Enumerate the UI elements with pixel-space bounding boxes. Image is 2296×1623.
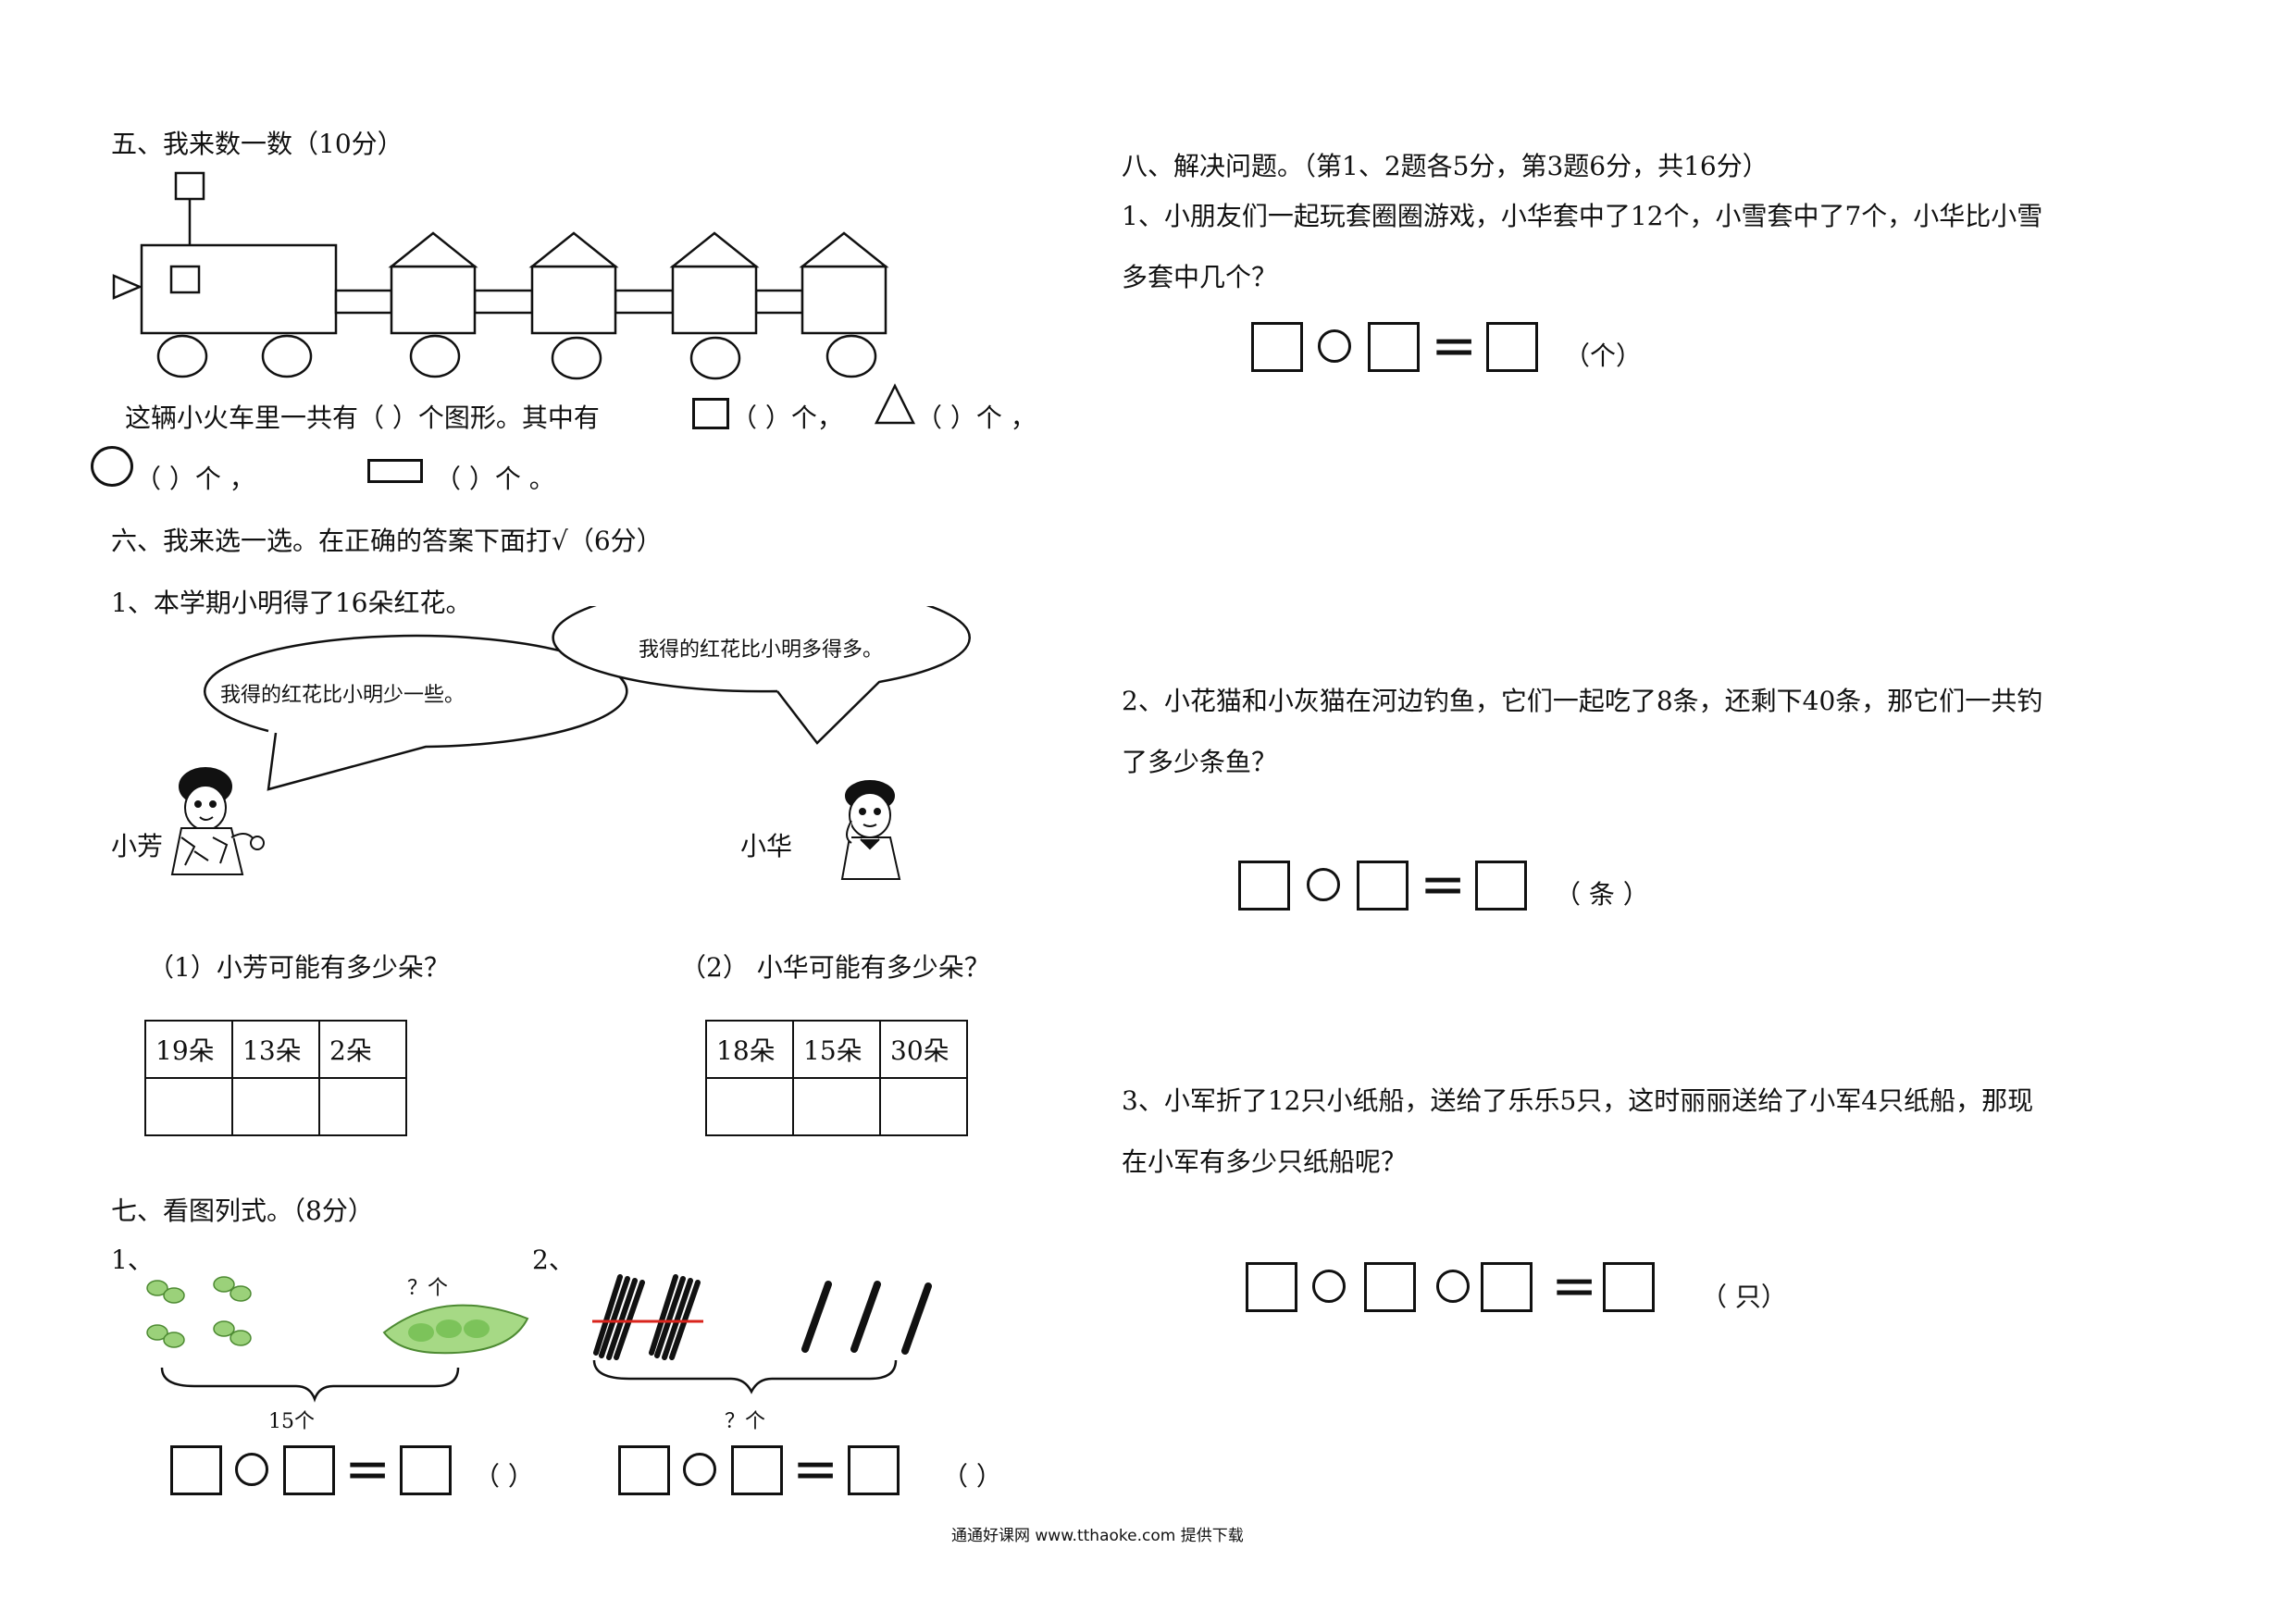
section8-title: 八、解决问题。（第1、2题各5分，第3题6分，共16分） bbox=[1122, 151, 1769, 181]
train-front-triangle bbox=[112, 274, 143, 300]
choice-table-2: 18朵 15朵 30朵 bbox=[705, 1020, 968, 1136]
bubble-fang-shape bbox=[204, 634, 628, 791]
speech-bubbles bbox=[170, 606, 971, 880]
q8-1-line2: 多套中几个？ bbox=[1122, 262, 1278, 292]
answer-box[interactable] bbox=[848, 1445, 900, 1495]
rectangle-shape-icon bbox=[367, 459, 423, 483]
answer-box[interactable] bbox=[1368, 322, 1420, 372]
triangle-count: （ ）个 ， bbox=[916, 403, 1036, 433]
circle-shape-icon bbox=[91, 446, 133, 487]
operator-circle[interactable] bbox=[1436, 1270, 1470, 1303]
pod-unknown-label: ？个 bbox=[407, 1277, 449, 1300]
bubble-hua-shape bbox=[552, 606, 971, 745]
square-count: （ ）个， bbox=[731, 403, 843, 433]
equals-sign: = bbox=[792, 1437, 839, 1502]
answer-box[interactable] bbox=[1481, 1262, 1533, 1312]
answer-box[interactable] bbox=[400, 1445, 452, 1495]
answer-cell-2[interactable] bbox=[231, 1077, 320, 1136]
single-sticks-icon bbox=[801, 1281, 932, 1355]
train-count-line: 这辆小火车里一共有（ ）个图形。其中有 bbox=[125, 403, 600, 433]
section5-title: 五、我来数一数（10分） bbox=[111, 129, 403, 159]
option-3: 2朵 bbox=[318, 1020, 407, 1079]
q8-3-line1: 3、小军折了12只小纸船，送给了乐乐5只，这时丽丽送给了小军4只纸船，那现 bbox=[1122, 1085, 2034, 1116]
equals-sign: = bbox=[344, 1437, 391, 1502]
equals-sign: = bbox=[1420, 852, 1467, 917]
answer-box[interactable] bbox=[618, 1445, 670, 1495]
q8-3-line2: 在小军有多少只纸船呢？ bbox=[1122, 1146, 1408, 1177]
section7-title: 七、看图列式。（8分） bbox=[111, 1196, 374, 1226]
answer-box[interactable] bbox=[1475, 861, 1527, 911]
option-3: 30朵 bbox=[879, 1020, 968, 1079]
answer-cell-3[interactable] bbox=[879, 1077, 968, 1136]
sub-question-2: （2） 小华可能有多少朵？ bbox=[680, 952, 990, 983]
rectangle-count: （ ）个 。 bbox=[435, 464, 555, 494]
operator-circle[interactable] bbox=[235, 1453, 268, 1486]
operator-circle[interactable] bbox=[683, 1453, 716, 1486]
answer-cell-2[interactable] bbox=[792, 1077, 881, 1136]
braces bbox=[160, 1359, 898, 1403]
operator-circle[interactable] bbox=[1312, 1270, 1346, 1303]
train-illustration bbox=[112, 171, 889, 380]
name-hua: 小华 bbox=[740, 831, 793, 861]
answer-cell-1[interactable] bbox=[705, 1077, 794, 1136]
footer-credit: 通通好课网 www.tthaoke.com 提供下载 bbox=[951, 1527, 1244, 1545]
peas-icon bbox=[146, 1276, 252, 1348]
girl-figure bbox=[170, 767, 265, 875]
q7-2-label: 2、 bbox=[532, 1245, 575, 1275]
circle-count: （ ）个 ， bbox=[135, 464, 255, 494]
name-fang: 小芳 bbox=[111, 831, 164, 861]
unit-label: （ ） bbox=[942, 1461, 1002, 1492]
triangle-shape-icon bbox=[874, 383, 916, 425]
option-1: 18朵 bbox=[705, 1020, 794, 1079]
operator-circle[interactable] bbox=[1307, 868, 1340, 901]
q8-2-line2: 了多少条鱼？ bbox=[1122, 747, 1278, 777]
total-label-2: ？个 bbox=[725, 1410, 766, 1433]
unit-label: （ 只） bbox=[1701, 1282, 1787, 1312]
unit-label: （ ） bbox=[474, 1461, 534, 1492]
choice-table-1: 19朵 13朵 2朵 bbox=[144, 1020, 407, 1136]
pea-pod-icon bbox=[382, 1304, 529, 1355]
section6-question-1: 1、本学期小明得了16朵红花。 bbox=[111, 588, 472, 618]
answer-cell-3[interactable] bbox=[318, 1077, 407, 1136]
answer-box[interactable] bbox=[283, 1445, 335, 1495]
train-window-square bbox=[169, 265, 201, 294]
unit-label: （ 条 ） bbox=[1555, 879, 1649, 910]
train-chimney-square bbox=[174, 171, 205, 201]
total-label-1: 15个 bbox=[268, 1410, 315, 1433]
square-shape-icon bbox=[692, 398, 729, 429]
stick-bundles-icon bbox=[592, 1274, 703, 1360]
answer-box[interactable] bbox=[1238, 861, 1290, 911]
answer-cell-1[interactable] bbox=[144, 1077, 233, 1136]
equals-sign: = bbox=[1431, 314, 1478, 378]
q7-1-label: 1、 bbox=[111, 1245, 154, 1275]
sub-question-1: （1）小芳可能有多少朵？ bbox=[148, 952, 450, 983]
option-2: 13朵 bbox=[231, 1020, 320, 1079]
section6-title: 六、我来选一选。在正确的答案下面打√（6分） bbox=[111, 526, 663, 556]
option-2: 15朵 bbox=[792, 1020, 881, 1079]
boy-figure bbox=[840, 780, 901, 880]
answer-box[interactable] bbox=[1246, 1262, 1297, 1312]
unit-label: （个） bbox=[1564, 341, 1643, 371]
option-1: 19朵 bbox=[144, 1020, 233, 1079]
answer-box[interactable] bbox=[1357, 861, 1409, 911]
train-engine-rect bbox=[140, 243, 338, 335]
operator-circle[interactable] bbox=[1318, 329, 1351, 363]
answer-box[interactable] bbox=[1486, 322, 1538, 372]
counting-illustration bbox=[146, 1274, 932, 1403]
answer-box[interactable] bbox=[1251, 322, 1303, 372]
answer-box[interactable] bbox=[170, 1445, 222, 1495]
bubble-fang-text: 我得的红花比小明少一些。 bbox=[220, 684, 465, 707]
answer-box[interactable] bbox=[731, 1445, 783, 1495]
answer-box[interactable] bbox=[1603, 1262, 1655, 1312]
answer-box[interactable] bbox=[1364, 1262, 1416, 1312]
bubble-hua-text: 我得的红花比小明多得多。 bbox=[639, 638, 884, 662]
q8-1-line1: 1、小朋友们一起玩套圈圈游戏，小华套中了12个，小雪套中了7个，小华比小雪 bbox=[1122, 201, 2043, 231]
q8-2-line1: 2、小花猫和小灰猫在河边钓鱼，它们一起吃了8条，还剩下40条，那它们一共钓 bbox=[1122, 686, 2043, 716]
equals-sign: = bbox=[1551, 1254, 1598, 1319]
